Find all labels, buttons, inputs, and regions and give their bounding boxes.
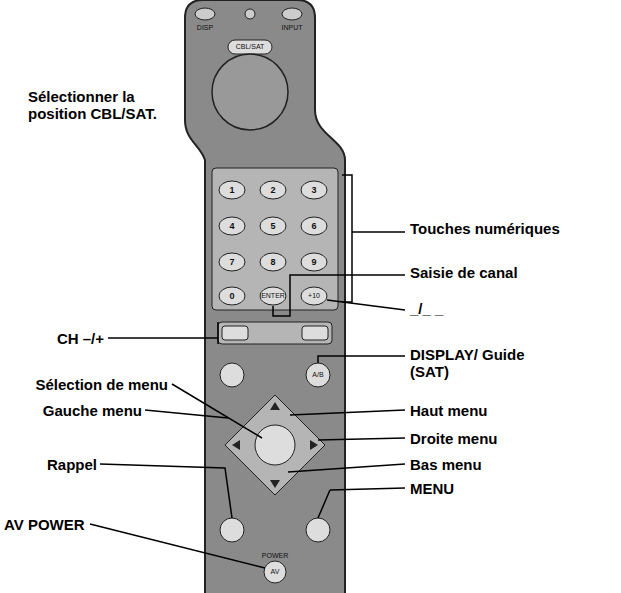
button-label: 9 xyxy=(311,258,316,266)
button-label: INPUT xyxy=(282,24,303,32)
callout-label: Bas menu xyxy=(410,456,560,473)
button-label: AV xyxy=(271,568,280,576)
button-label: 6 xyxy=(311,222,316,230)
button-label: A/B xyxy=(312,371,323,379)
callout-label: Sélectionner la position CBL/SAT. xyxy=(28,88,180,122)
button-label: ENTER xyxy=(261,292,285,300)
button-label: 7 xyxy=(229,258,234,266)
callout-label: MENU xyxy=(410,480,560,497)
button-label: POWER xyxy=(262,552,288,560)
callout-label: Droite menu xyxy=(410,430,560,447)
callout-label: _/_ _ xyxy=(410,300,560,317)
button-label: 4 xyxy=(229,222,234,230)
callout-label: Touches numériques xyxy=(410,220,560,237)
callout-label: Rappel xyxy=(0,456,97,473)
callout-label: CH –/+ xyxy=(0,330,104,347)
button-label: 0 xyxy=(229,292,234,300)
callout-label: DISPLAY/ Guide (SAT) xyxy=(410,346,560,380)
button-label: 2 xyxy=(270,186,275,194)
callout-label: Saisie de canal xyxy=(410,264,560,281)
button-label: 5 xyxy=(270,222,275,230)
button-label: +10 xyxy=(308,292,320,300)
button-label: 8 xyxy=(270,258,275,266)
callout-label: AV POWER xyxy=(4,516,154,533)
button-label: DISP xyxy=(197,24,213,32)
callout-label: Sélection de menu xyxy=(0,376,168,393)
button-label: 3 xyxy=(311,186,316,194)
button-label: 1 xyxy=(229,186,234,194)
callout-label: Gauche menu xyxy=(0,402,142,419)
callout-label: Haut menu xyxy=(410,402,560,419)
button-label: CBL/SAT xyxy=(236,43,265,51)
